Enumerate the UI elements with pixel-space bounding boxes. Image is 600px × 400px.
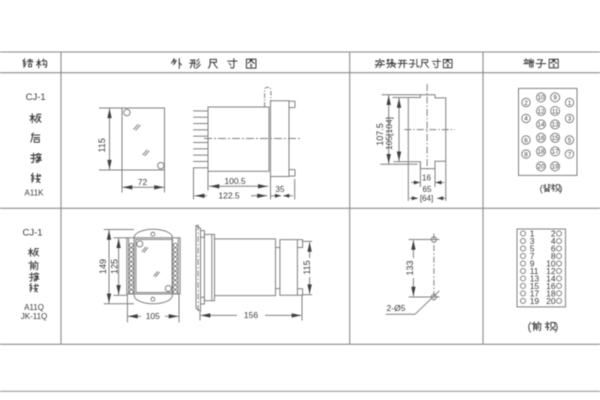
svg-text:10: 10 bbox=[537, 95, 545, 102]
svg-text:19: 19 bbox=[530, 296, 540, 306]
svg-text:19: 19 bbox=[552, 164, 560, 171]
svg-text:5: 5 bbox=[530, 243, 535, 253]
svg-text:13: 13 bbox=[530, 273, 540, 283]
svg-text:CJ-1: CJ-1 bbox=[26, 92, 46, 103]
svg-text:35: 35 bbox=[276, 185, 285, 194]
svg-text:3: 3 bbox=[568, 116, 572, 123]
svg-text:149: 149 bbox=[98, 259, 108, 274]
svg-text:11: 11 bbox=[552, 108, 559, 115]
svg-text:CJ-1: CJ-1 bbox=[22, 227, 42, 238]
svg-text:13: 13 bbox=[552, 122, 560, 129]
svg-text:14: 14 bbox=[537, 122, 545, 129]
svg-text:8: 8 bbox=[551, 251, 556, 261]
svg-text:122.5: 122.5 bbox=[218, 191, 240, 201]
svg-text:133: 133 bbox=[405, 260, 415, 275]
svg-text:1: 1 bbox=[530, 229, 535, 239]
svg-text:20: 20 bbox=[546, 296, 556, 306]
svg-text:18: 18 bbox=[537, 149, 545, 156]
svg-text:105: 105 bbox=[146, 311, 160, 321]
svg-text:72: 72 bbox=[138, 177, 148, 187]
svg-text:1: 1 bbox=[568, 100, 572, 107]
svg-text:6: 6 bbox=[551, 243, 556, 253]
svg-text:15: 15 bbox=[552, 135, 560, 142]
svg-text:A11Q: A11Q bbox=[24, 303, 44, 312]
svg-text:9: 9 bbox=[530, 258, 535, 268]
svg-text:7: 7 bbox=[530, 251, 535, 261]
svg-text:(: ( bbox=[540, 183, 544, 194]
svg-text:12: 12 bbox=[546, 266, 556, 276]
svg-text:16: 16 bbox=[537, 135, 545, 142]
svg-text:2: 2 bbox=[551, 229, 556, 239]
svg-text:JK-11Q: JK-11Q bbox=[21, 312, 48, 321]
svg-text:115: 115 bbox=[302, 260, 312, 274]
svg-text:15: 15 bbox=[530, 281, 540, 291]
svg-text:11: 11 bbox=[530, 266, 539, 276]
svg-text:18: 18 bbox=[546, 288, 556, 298]
svg-text:17: 17 bbox=[530, 288, 540, 298]
svg-text:(: ( bbox=[528, 321, 532, 333]
svg-text:16: 16 bbox=[546, 281, 556, 291]
svg-text:17: 17 bbox=[552, 149, 560, 156]
svg-text:10: 10 bbox=[546, 258, 556, 268]
svg-text:): ) bbox=[559, 183, 562, 194]
svg-text:4: 4 bbox=[524, 116, 528, 123]
svg-text:65: 65 bbox=[423, 185, 432, 194]
svg-text:16: 16 bbox=[422, 173, 431, 182]
svg-text:2-Ø5: 2-Ø5 bbox=[387, 303, 406, 313]
svg-text:): ) bbox=[555, 321, 559, 333]
svg-text:20: 20 bbox=[537, 164, 545, 171]
svg-text:105[104]: 105[104] bbox=[384, 117, 394, 150]
svg-text:9: 9 bbox=[553, 95, 557, 102]
svg-text:156: 156 bbox=[244, 310, 258, 320]
svg-text:14: 14 bbox=[546, 273, 556, 283]
svg-text:12: 12 bbox=[537, 108, 545, 115]
svg-text:[64]: [64] bbox=[420, 194, 433, 203]
svg-text:3: 3 bbox=[530, 236, 535, 246]
svg-text:2: 2 bbox=[524, 100, 528, 107]
svg-text:100.5: 100.5 bbox=[224, 176, 246, 186]
svg-text:4: 4 bbox=[551, 236, 556, 246]
svg-text:A11K: A11K bbox=[25, 189, 45, 198]
svg-text:125: 125 bbox=[109, 259, 119, 274]
svg-text:107.5: 107.5 bbox=[375, 123, 385, 146]
svg-text:7: 7 bbox=[568, 151, 572, 158]
svg-text:6: 6 bbox=[524, 137, 528, 144]
svg-text:115: 115 bbox=[97, 138, 107, 152]
svg-text:5: 5 bbox=[568, 137, 572, 144]
svg-text:8: 8 bbox=[524, 151, 528, 158]
